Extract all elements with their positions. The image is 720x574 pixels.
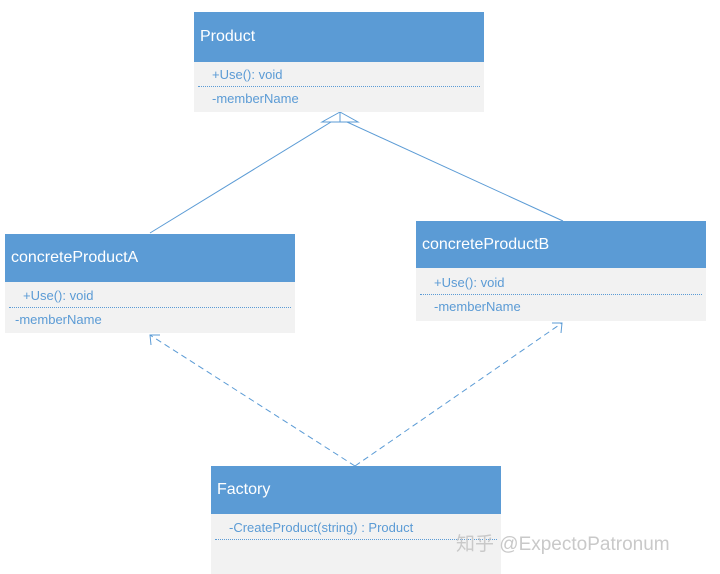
member-list: +Use(): void -memberName xyxy=(416,268,706,319)
class-factory: Factory -CreateProduct(string) : Product xyxy=(211,466,501,574)
dependency-arrowhead-a xyxy=(149,334,160,346)
watermark-text: 知乎 @ExpectoPatronum xyxy=(456,534,670,555)
method-create-product: -CreateProduct(string) : Product xyxy=(211,516,501,540)
member-list: -CreateProduct(string) : Product xyxy=(211,514,501,540)
field-member-name: -memberName xyxy=(15,312,102,327)
class-concrete-product-b: concreteProductB +Use(): void -memberNam… xyxy=(416,221,706,321)
method-use: +Use(): void xyxy=(416,271,706,295)
method-use: +Use(): void xyxy=(5,284,295,308)
inheritance-arrowhead-a xyxy=(320,111,341,123)
class-name: concreteProductB xyxy=(416,221,706,268)
generalization-line-b xyxy=(346,121,564,222)
dependency-line-a xyxy=(149,334,356,467)
dependency-line-b xyxy=(354,322,563,467)
method-use: +Use(): void xyxy=(194,63,484,87)
dependency-arrowhead-b xyxy=(552,322,563,334)
class-concrete-product-a: concreteProductA +Use(): void -memberNam… xyxy=(5,234,295,333)
class-name: concreteProductA xyxy=(5,234,295,282)
field-member-name: -memberName xyxy=(434,299,521,314)
class-name: Product xyxy=(194,12,484,62)
member-list: +Use(): void -memberName xyxy=(5,282,295,332)
class-name: Factory xyxy=(211,466,501,514)
field-member-name: -memberName xyxy=(212,91,299,106)
inheritance-arrowhead-b xyxy=(339,111,360,123)
generalization-line-a xyxy=(149,121,332,234)
member-list: +Use(): void -memberName xyxy=(194,62,484,111)
class-product: Product +Use(): void -memberName xyxy=(194,12,484,112)
